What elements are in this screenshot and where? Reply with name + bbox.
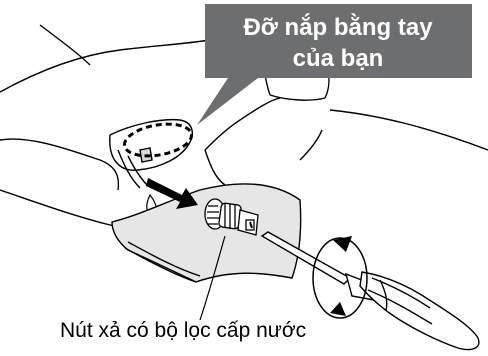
towel — [112, 184, 301, 282]
callout-text: Đỡ nắp bằng tay của bạn — [208, 12, 468, 74]
callout-line-2: của bạn — [208, 43, 468, 74]
drain-cover-flap — [110, 120, 193, 188]
drain-filter-caption: Nút xả có bộ lọc cấp nước — [60, 318, 306, 344]
callout-line-1: Đỡ nắp bằng tay — [208, 12, 468, 43]
